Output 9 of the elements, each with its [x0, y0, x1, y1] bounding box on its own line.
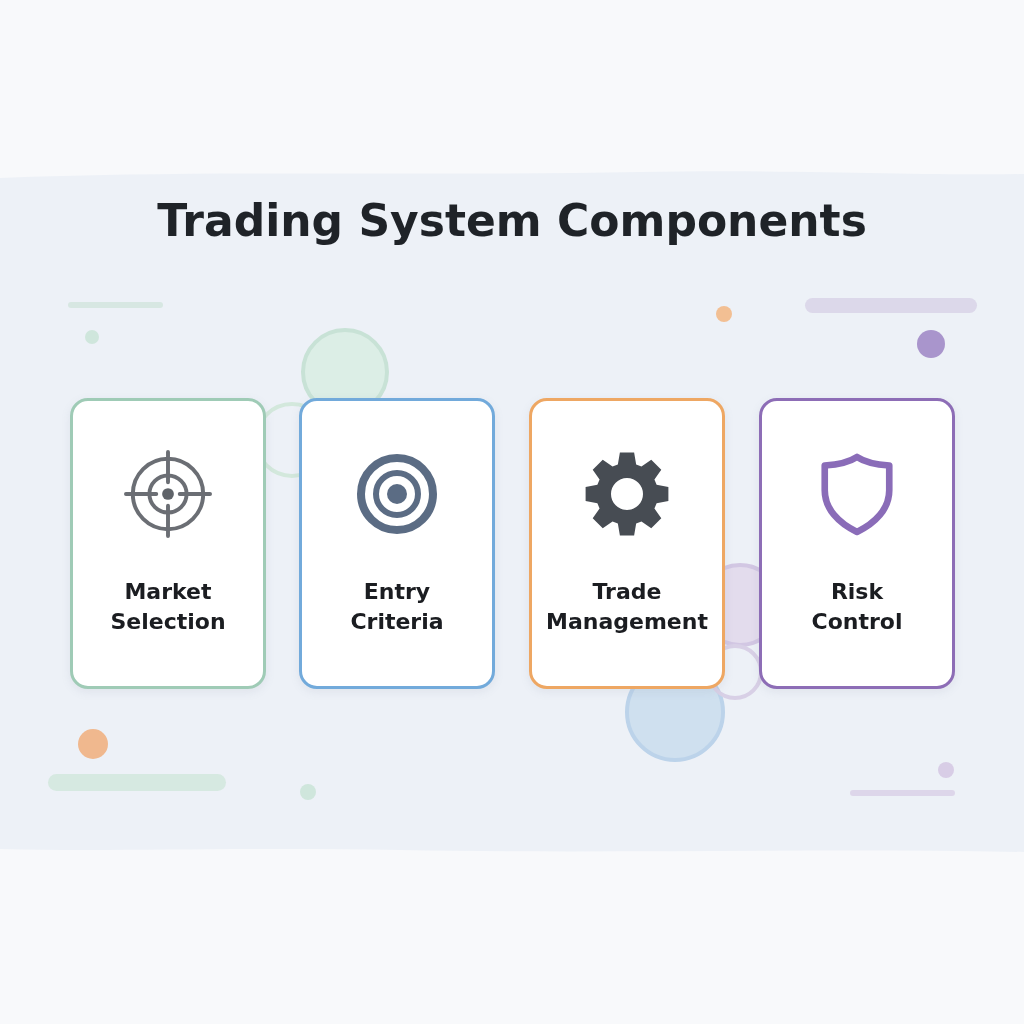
- component-card: [529, 398, 725, 689]
- card-label: Entry Criteria: [350, 578, 444, 636]
- card-label: Trade Management: [546, 578, 708, 636]
- component-card: [299, 398, 495, 689]
- title: Trading System Components: [157, 194, 867, 248]
- card-label: Market Selection: [110, 578, 226, 636]
- component-card: [759, 398, 955, 689]
- card-label: Risk Control: [811, 578, 903, 636]
- component-card: [70, 398, 266, 689]
